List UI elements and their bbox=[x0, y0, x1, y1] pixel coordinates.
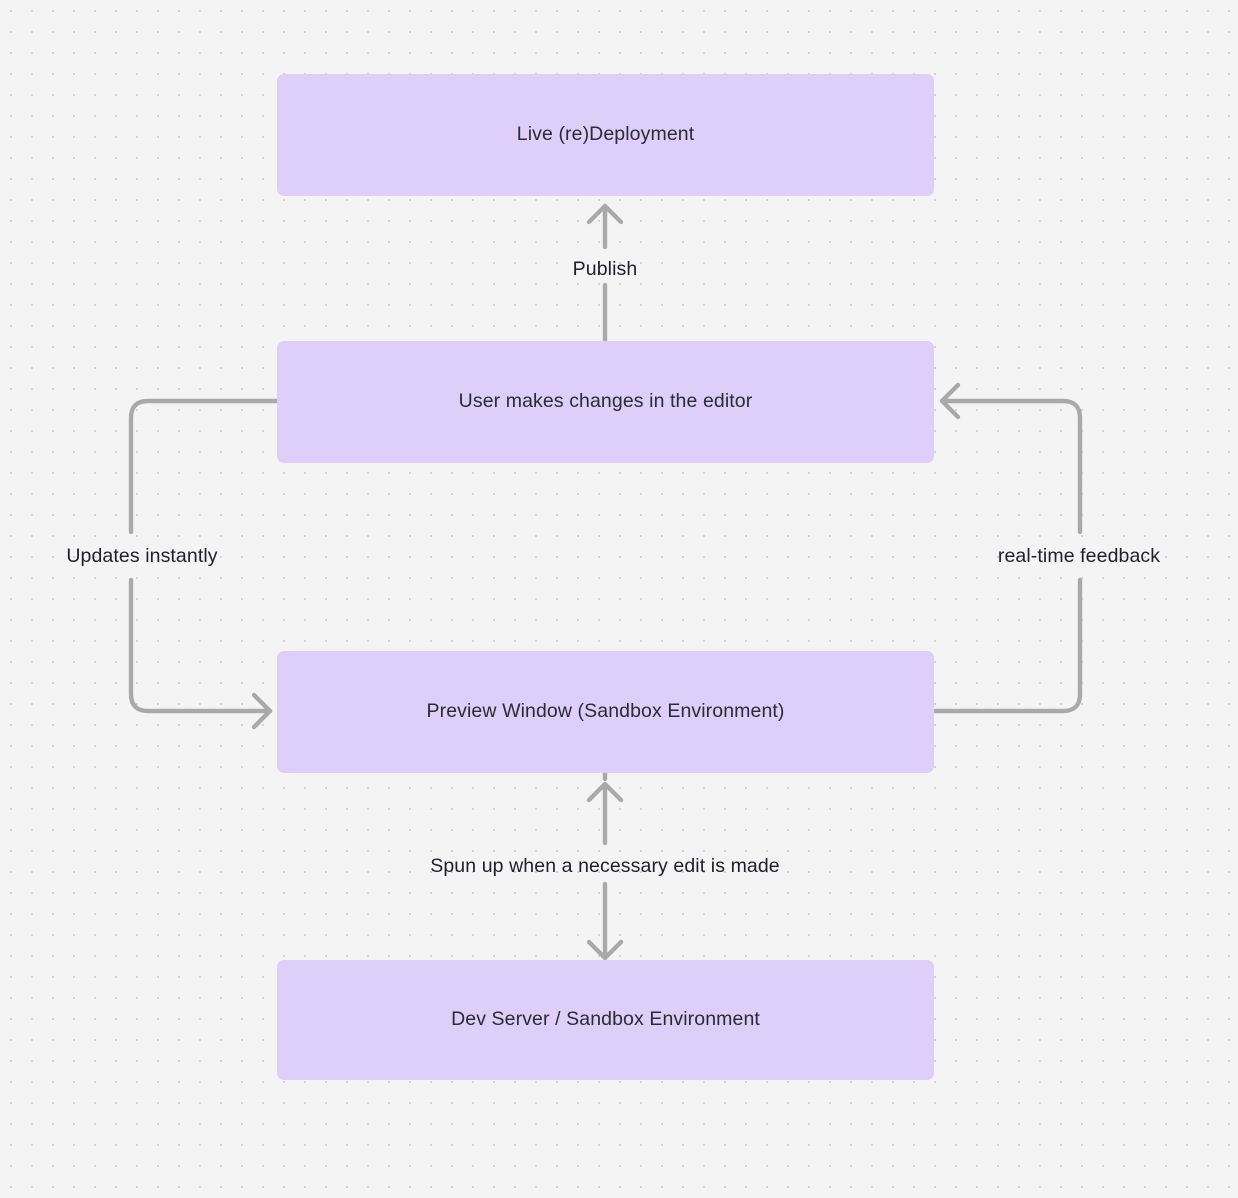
node-label: User makes changes in the editor bbox=[458, 390, 753, 413]
node-dev-server-sandbox[interactable]: Dev Server / Sandbox Environment bbox=[277, 960, 934, 1080]
node-live-redeployment[interactable]: Live (re)Deployment bbox=[277, 74, 934, 196]
node-label: Dev Server / Sandbox Environment bbox=[451, 1008, 760, 1031]
node-preview-window[interactable]: Preview Window (Sandbox Environment) bbox=[277, 651, 934, 773]
node-label: Live (re)Deployment bbox=[516, 123, 695, 146]
node-user-makes-changes[interactable]: User makes changes in the editor bbox=[277, 341, 934, 463]
node-label: Preview Window (Sandbox Environment) bbox=[426, 700, 785, 723]
edge-label-updates-instantly: Updates instantly bbox=[66, 545, 218, 567]
edge-label-real-time-feedback: real-time feedback bbox=[997, 545, 1161, 567]
edge-label-publish: Publish bbox=[572, 258, 638, 280]
edge-label-spun-up: Spun up when a necessary edit is made bbox=[430, 855, 780, 877]
